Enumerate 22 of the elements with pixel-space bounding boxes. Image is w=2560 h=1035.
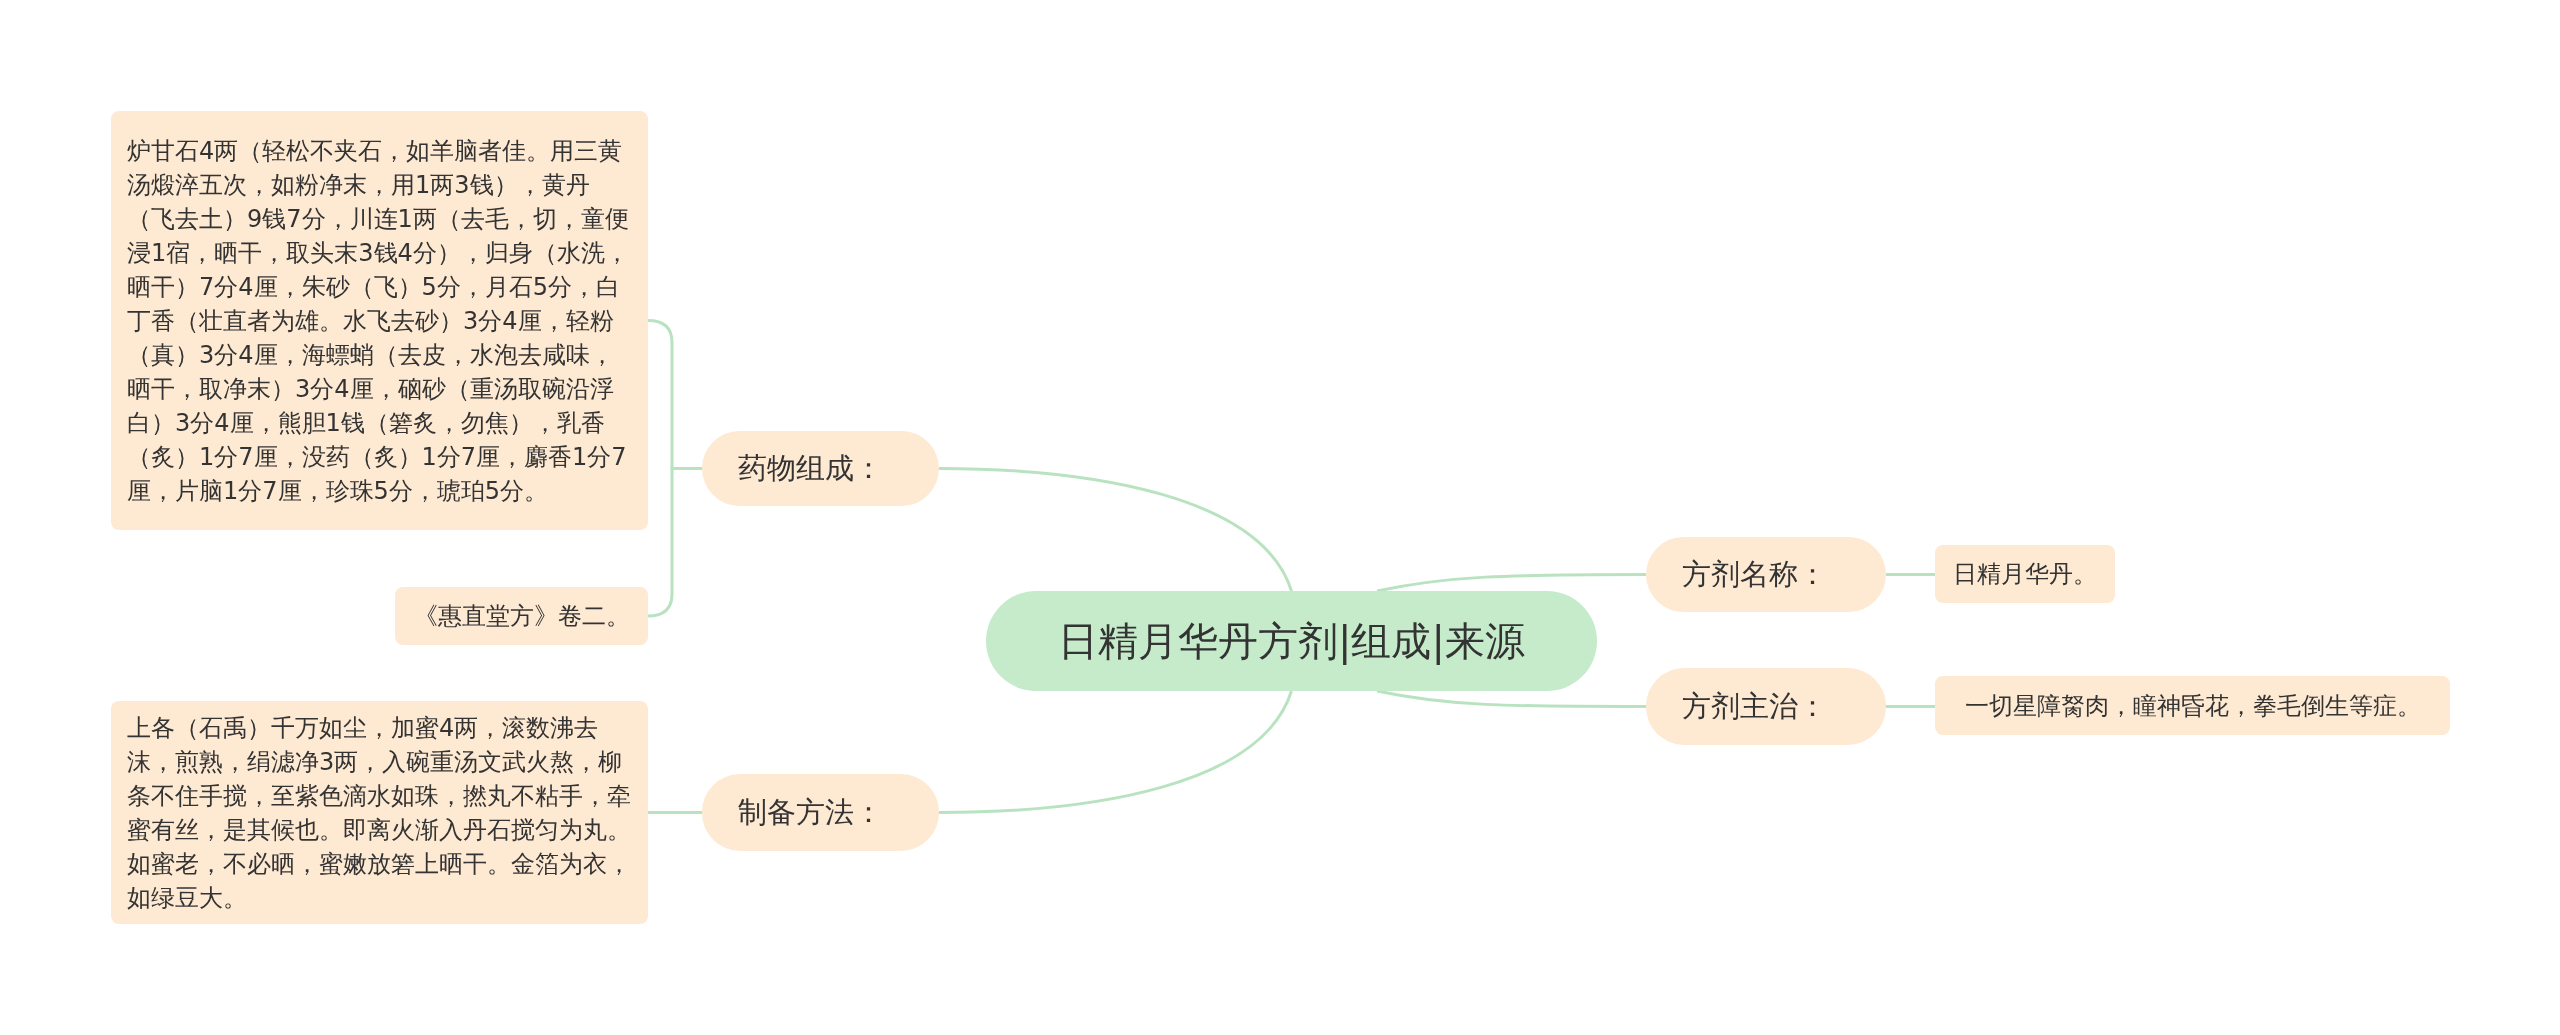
note-card [111, 111, 648, 530]
connector-line [647, 467, 702, 618]
note-text: 上各（石禹）千万如尘，加蜜4两，滚数沸去沫，煎熟，绢滤净3两，入碗重汤文武火熬，柳条不住手搅，至紫色滴水如珠，撚丸不粘手，牵蜜有丝，是其候也。即离火渐入丹石搅匀为丸。如蜜老，不必晒，蜜嫩放箬上晒干。金箔为衣，如绿豆大。 [127, 712, 632, 914]
branch-label: 方剂主治： [1682, 687, 1827, 725]
note-text: 炉甘石4两（轻松不夹石，如羊脑者佳。用三黄汤煅淬五次，如粉净末，用1两3钱），黄丹（飞去土）9钱7分，川连1两（去毛，切，童便浸1宿，晒干，取头末3钱4分），归身（水洗，晒干）7分4厘，朱砂（飞）5分，月石5分，白丁香（壮直者为雄。水飞去砂）3分4厘，轻粉（真）3分4厘，海螵蛸（去皮，水泡去咸味，晒干，取净末）3分4厘，硇砂（重汤取碗沿浮白）3分4厘，熊胆1钱（箬炙，勿焦），乳香（炙）1分7厘，没药（炙）1分7厘，麝香1分7厘，片脑1分7厘，珍珠5分，琥珀5分。 [127, 135, 630, 507]
branch-label: 方剂名称： [1682, 555, 1827, 593]
connector-line [938, 690, 1293, 814]
branch-label: 制备方法： [738, 793, 883, 831]
note-text: 日精月华丹。 [1953, 559, 2097, 590]
note-text: 《惠直堂方》卷二。 [413, 601, 630, 632]
branch-label: 药物组成： [738, 449, 883, 487]
connector-line [1376, 573, 1646, 593]
connector-line [1886, 573, 1935, 576]
topic-title: 日精月华丹方剂|组成|来源 [1058, 616, 1525, 667]
connector-line [1886, 705, 1935, 708]
note-text: 一切星障胬肉，瞳神昏花，拳毛倒生等症。 [1964, 690, 2421, 722]
connector-line [648, 811, 702, 814]
note-card [1935, 545, 2115, 603]
note-card [395, 587, 648, 645]
note-card [1935, 676, 2450, 735]
connector-line [1376, 689, 1646, 708]
connector-line [938, 467, 1293, 592]
